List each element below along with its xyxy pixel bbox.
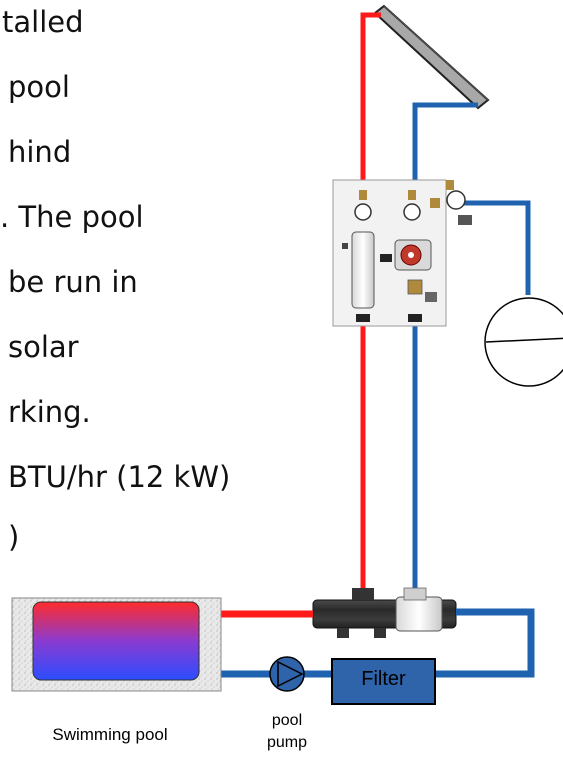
pool-pump-icon	[269, 656, 305, 692]
pool-pump-label: pool pump	[247, 710, 327, 754]
filter-box	[331, 658, 436, 705]
solar-collector	[373, 4, 490, 110]
text-line-3: hind	[8, 135, 72, 169]
expansion-branch	[458, 200, 531, 295]
text-line-1: talled	[2, 5, 84, 39]
swimming-pool	[11, 597, 222, 692]
cold-pipe	[412, 102, 478, 598]
text-line-6: solar	[8, 330, 79, 364]
pump-station	[332, 179, 472, 327]
text-line-4: . The pool	[0, 200, 144, 234]
pool-pump-label-line2: pump	[266, 734, 308, 751]
text-line-9: )	[8, 520, 20, 554]
filter-label: Filter	[361, 668, 406, 690]
hot-pipe	[360, 12, 381, 598]
text-line-2: pool	[8, 70, 70, 104]
swimming-pool-label: Swimming pool	[52, 725, 168, 744]
expansion-vessel	[484, 297, 563, 387]
text-line-7: rking.	[8, 395, 91, 429]
pool-pump-label-line1: pool	[271, 712, 303, 729]
text-line-5: be run in	[8, 265, 138, 299]
text-line-8: BTU/hr (12 kW)	[8, 460, 231, 494]
heat-exchanger	[312, 587, 457, 638]
